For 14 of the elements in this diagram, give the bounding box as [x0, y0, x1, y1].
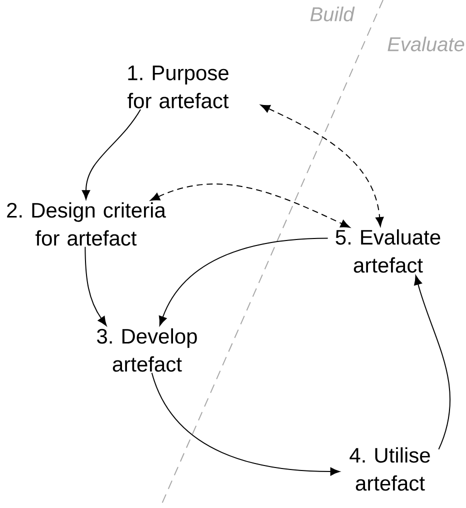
step-label: 5. Evaluate artefact — [336, 229, 440, 273]
arrow — [150, 184, 350, 228]
step-label: 4. Utilise artefact — [350, 447, 430, 491]
arrow — [260, 104, 384, 227]
step-label: 2. Design criteria for artefact — [7, 202, 166, 246]
step-label: 1. Purpose for artefact — [128, 66, 229, 108]
step-label: 3. Develop artefact — [97, 328, 197, 372]
arrow — [84, 246, 107, 326]
arrow — [158, 238, 328, 326]
arrow — [414, 275, 450, 450]
region-label: Evaluate — [388, 36, 464, 52]
region-label: Build — [310, 6, 355, 22]
arrow — [151, 372, 340, 476]
arrow — [82, 109, 141, 200]
